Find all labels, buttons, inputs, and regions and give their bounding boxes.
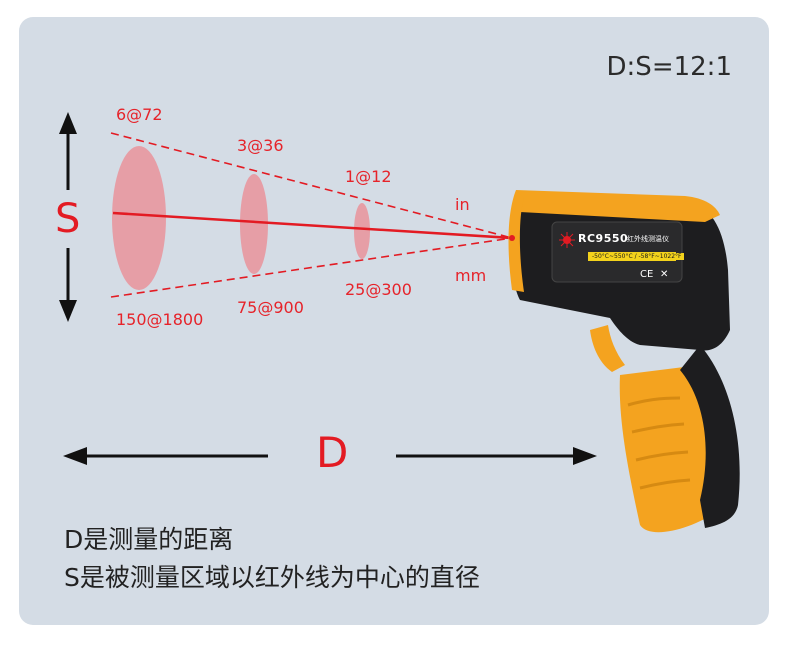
device-model-text: RC9550 (578, 232, 629, 245)
spot-small (354, 203, 370, 259)
spot-label-mm-small: 25@300 (345, 280, 412, 299)
spot-large (112, 146, 166, 290)
spot-diameter-label: S (55, 196, 81, 242)
svg-text:CE: CE (640, 269, 653, 280)
spot-label-mm-medium: 75@900 (237, 298, 304, 317)
device-name-text: 红外线测温仪 (627, 235, 669, 243)
distance-to-spot-ratio: D:S=12:1 (606, 52, 732, 82)
spot-label-in-small: 1@12 (345, 167, 392, 186)
thermometer-gun-image: CE ✕ (508, 190, 740, 533)
s-arrow (59, 112, 77, 322)
cone-upper-line (110, 132, 513, 239)
spot-label-in-large: 6@72 (116, 105, 163, 124)
device-range-text: -50°C~550°C / -58°F~1022°F (590, 253, 684, 260)
laser-center-line (112, 211, 513, 240)
unit-mm-label: mm (455, 266, 487, 285)
spot-label-in-medium: 3@36 (237, 136, 284, 155)
description-line-s: S是被测量区域以红外线为中心的直径 (64, 563, 480, 592)
description-line-d: D是测量的距离 (64, 525, 234, 554)
cone-lower-line (110, 237, 513, 298)
distance-label: D (316, 428, 349, 477)
spot-medium (240, 174, 268, 274)
d-arrow (63, 447, 597, 465)
unit-in-label: in (455, 195, 470, 214)
svg-text:✕: ✕ (660, 269, 668, 280)
spot-label-mm-large: 150@1800 (116, 310, 204, 329)
